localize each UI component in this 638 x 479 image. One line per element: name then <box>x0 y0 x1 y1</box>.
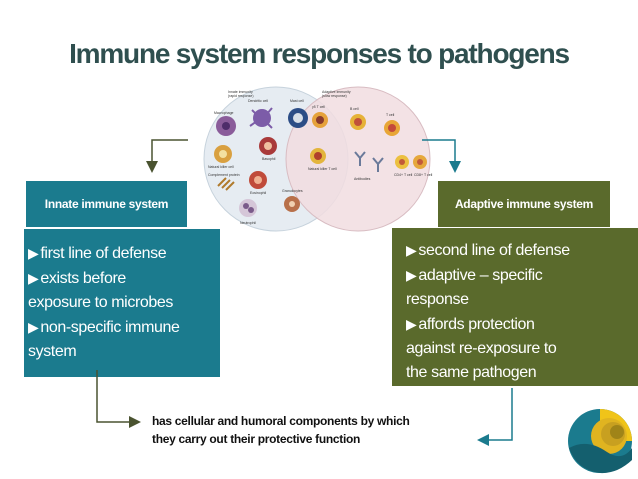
b-cell <box>350 114 366 130</box>
innate-point-3-cont: system <box>28 343 77 360</box>
nk-cell-label: Natural killer cell <box>208 165 234 169</box>
page-title: Immune system responses to pathogens <box>69 38 570 69</box>
play-triangle-icon: ▶ <box>406 267 417 283</box>
play-triangle-icon: ▶ <box>406 316 417 332</box>
eosinophil-cell <box>249 171 267 189</box>
adaptive-header: Adaptive immune system <box>438 181 610 227</box>
complement-label: Complement protein <box>208 173 240 177</box>
adaptive-point-2-cont: response <box>406 291 469 308</box>
arrow-icon <box>146 139 188 173</box>
nk-cell <box>214 145 232 163</box>
logo-icon <box>568 409 632 474</box>
adaptive-point-2: ▶adaptive – specific <box>406 263 628 288</box>
innate-circle-sublabel: (rapid response) <box>228 94 253 98</box>
innate-point-2: ▶exists before <box>28 266 214 291</box>
t-cell <box>384 120 400 136</box>
arrow-icon <box>477 388 513 446</box>
basophil-label: Basophil <box>262 157 276 161</box>
adaptive-point-3-cont: against re-exposure to <box>406 340 557 357</box>
immune-cells-venn-diagram: Innate immunity (rapid response) Adaptiv… <box>203 86 449 233</box>
note-line-1: has cellular and humoral components by w… <box>152 414 410 428</box>
dendritic-cell-label: Dendritic cell <box>248 99 268 103</box>
gdt-cell-label: γδ T cell <box>312 105 325 109</box>
play-triangle-icon: ▶ <box>28 245 39 261</box>
complement-protein <box>217 177 235 191</box>
antibodies <box>354 151 384 172</box>
eosinophil-label: Eosinophil <box>250 191 266 195</box>
play-triangle-icon: ▶ <box>28 270 39 286</box>
cd4-t-cell <box>395 155 409 169</box>
antibodies-label: Antibodies <box>354 177 371 181</box>
gdt-cell <box>312 112 328 128</box>
adaptive-point-1: ▶second line of defense <box>406 238 628 263</box>
adaptive-circle-sublabel: (slow response) <box>322 94 347 98</box>
innate-header: Innate immune system <box>26 181 187 227</box>
innate-point-1: ▶first line of defense <box>28 241 214 266</box>
adaptive-point-3: ▶affords protection <box>406 312 628 337</box>
cd4-label: CD4+ T cell <box>394 173 412 177</box>
innate-circle-label: Innate immunity <box>228 90 253 94</box>
granulocytes-label: Granulocytes <box>282 189 303 193</box>
granulocytes <box>284 196 300 212</box>
basophil-cell <box>259 137 277 155</box>
nkt-cell <box>310 148 326 164</box>
innate-point-3: ▶non-specific immune <box>28 315 214 340</box>
mast-cell <box>288 108 308 128</box>
adaptive-circle-label: Adaptive immunity <box>322 90 351 94</box>
cd8-t-cell <box>413 155 427 169</box>
play-triangle-icon: ▶ <box>406 242 417 258</box>
b-cell-label: B cell <box>350 107 359 111</box>
nkt-cell-label: Natural killer T cell <box>308 167 337 171</box>
innate-panel: ▶first line of defense ▶exists before ex… <box>24 229 220 377</box>
innate-point-2-cont: exposure to microbes <box>28 294 173 311</box>
cd8-label: CD8+ T cell <box>414 173 432 177</box>
arrow-icon <box>96 370 141 428</box>
adaptive-panel: ▶second line of defense ▶adaptive – spec… <box>392 228 638 386</box>
shared-note: has cellular and humoral components by w… <box>152 412 472 448</box>
neutrophil-label: Neutrophil <box>240 221 256 225</box>
play-triangle-icon: ▶ <box>28 319 39 335</box>
t-cell-label: T cell <box>386 113 395 117</box>
adaptive-point-3-cont-2: the same pathogen <box>406 364 537 381</box>
macrophage-label: Macrophage <box>214 111 234 115</box>
dendritic-cell <box>249 107 273 129</box>
note-line-2: they carry out their protective function <box>152 432 361 446</box>
neutrophil-cell <box>239 199 257 217</box>
mast-cell-label: Mast cell <box>290 99 304 103</box>
macrophage-cell <box>216 116 236 136</box>
